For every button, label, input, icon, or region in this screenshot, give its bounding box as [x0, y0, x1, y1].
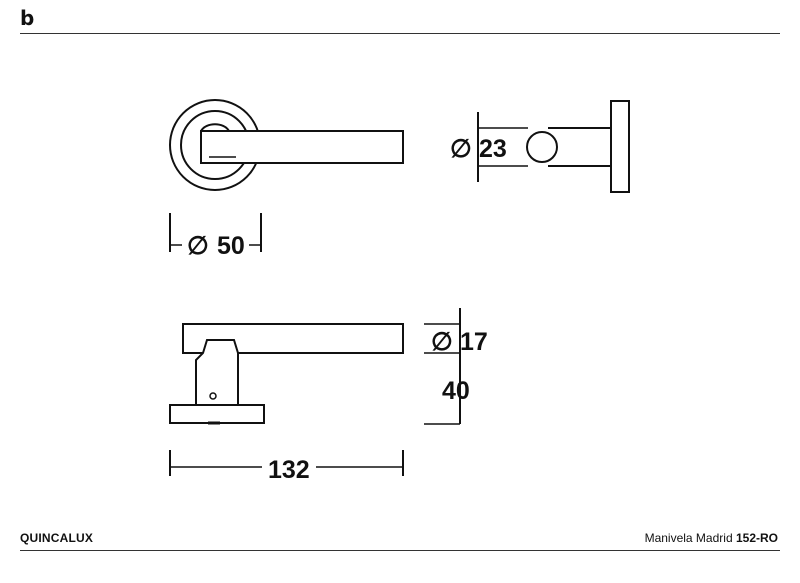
length-value: 132 [268, 456, 310, 484]
lever-front-outline [200, 130, 404, 164]
header-divider [20, 33, 780, 34]
product-code: 152-RO [735, 531, 778, 545]
brand-name: QUINCALUX [20, 531, 94, 545]
neck-diameter-symbol: ∅ [450, 135, 472, 163]
grub-screw [209, 392, 217, 400]
neck-diameter-value: 23 [479, 135, 507, 163]
rose-diameter-symbol: ∅ [187, 232, 209, 260]
footer-divider [20, 550, 780, 551]
lever-bar [182, 323, 404, 354]
top-view [169, 323, 404, 425]
lever-front-neck [200, 123, 230, 132]
rose-diameter-value: 50 [217, 232, 245, 260]
projection-value: 40 [442, 377, 470, 405]
lever-cross-section [526, 131, 558, 163]
brand-logo: b [20, 6, 35, 30]
lever-diameter-value: 17 [460, 328, 488, 356]
front-view [169, 99, 404, 191]
rose-base [169, 404, 265, 424]
side-view [526, 100, 630, 193]
dimension-lever-diameter [424, 323, 460, 354]
dimension-length [169, 450, 404, 476]
dimension-projection [424, 308, 461, 425]
lever-diameter-symbol: ∅ [431, 328, 453, 356]
dimension-rose-diameter [169, 213, 262, 252]
product-title: Manivela Madrid 152-RO [645, 531, 778, 545]
lever-neck [195, 339, 239, 406]
dimension-neck-diameter [477, 112, 528, 182]
rose-side-plate [610, 100, 630, 193]
product-name: Manivela Madrid [644, 531, 733, 545]
